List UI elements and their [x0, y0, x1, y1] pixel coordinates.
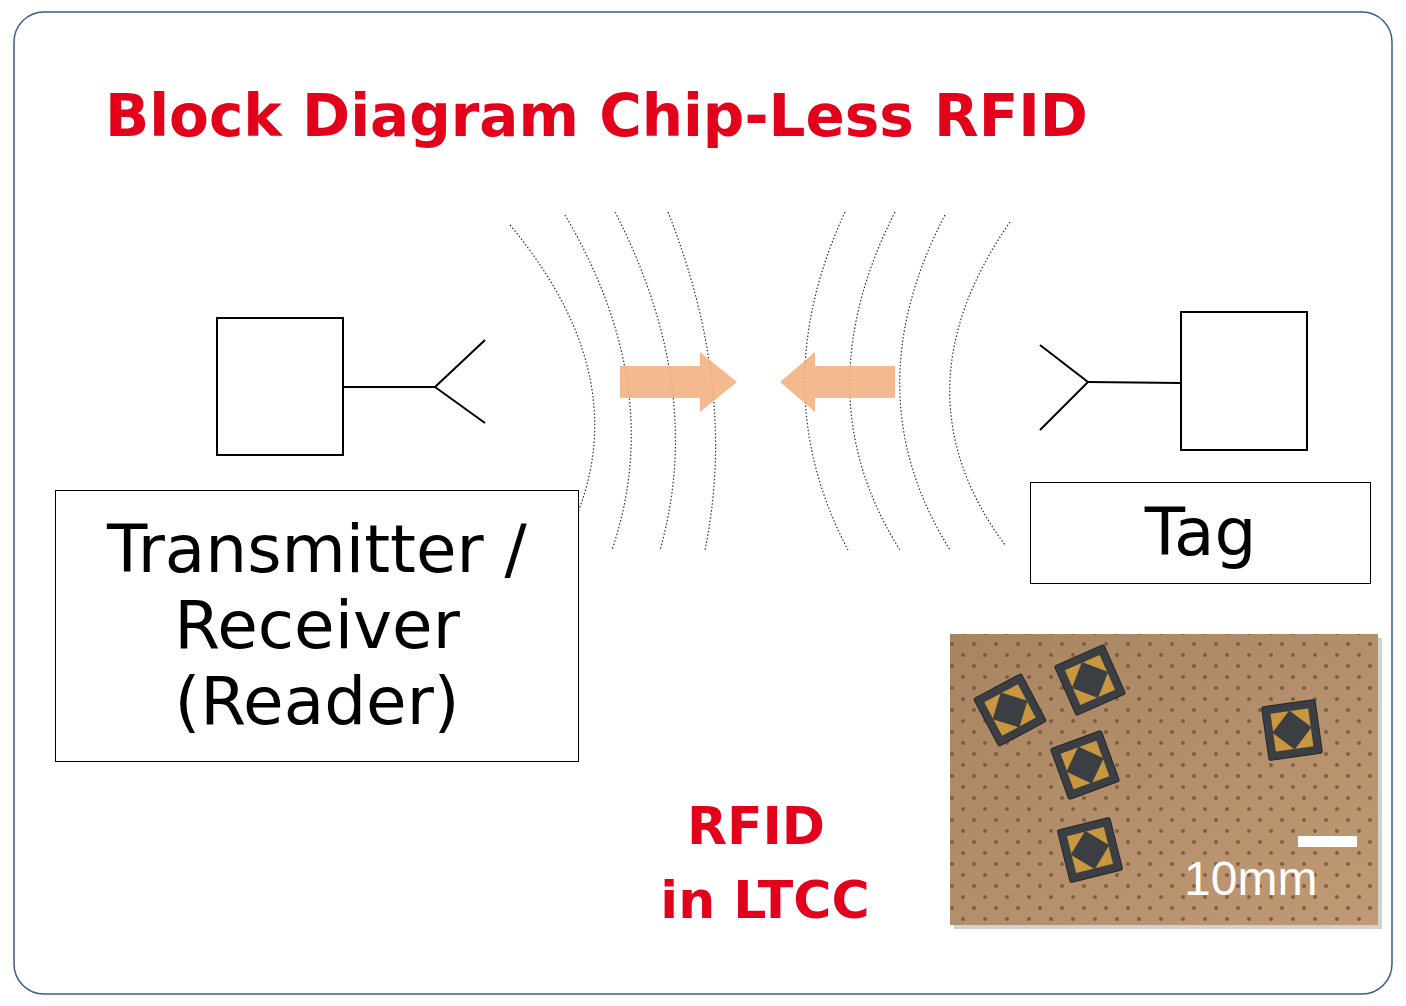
panel-border [14, 12, 1392, 994]
reader-symbol [217, 318, 485, 455]
radio-waves [510, 212, 1010, 550]
diagram-title: Block Diagram Chip-Less RFID [105, 82, 1088, 152]
reader-label-box: Transmitter / Receiver (Reader) [55, 490, 579, 762]
ltcc-photo [950, 634, 1382, 929]
tag-label-box: Tag [1030, 482, 1371, 584]
tag-symbol [1040, 312, 1307, 450]
node-label: Transmitter / Receiver (Reader) [66, 512, 568, 740]
node-label: Tag [1145, 495, 1257, 571]
signal-arrows [620, 352, 895, 412]
caption-line: RFID [610, 790, 920, 864]
caption-line: in LTCC [610, 864, 920, 938]
rfid-ltcc-caption: RFID in LTCC [610, 790, 920, 938]
scale-bar-label: 10mm [1184, 853, 1374, 906]
